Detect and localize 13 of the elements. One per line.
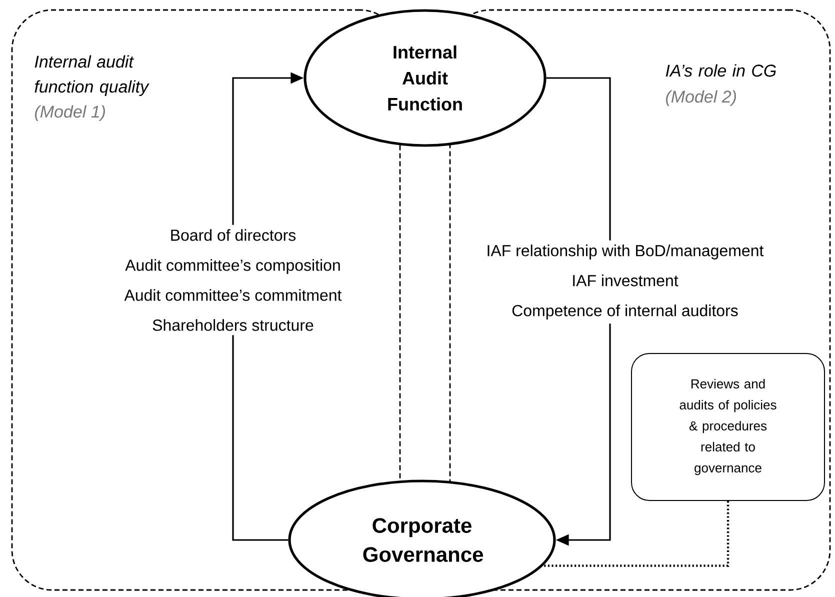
ellipse-node: Internal Audit Function — [304, 9, 546, 147]
region-title: IA’s role in CG — [666, 64, 776, 77]
connector — [546, 77, 611, 240]
connector — [543, 501, 730, 567]
rounded-box: Reviews and audits of policies & procedures related to governance — [631, 353, 825, 501]
region-title: Internal audit function quality — [34, 55, 150, 96]
model-label: (Model 2) — [666, 90, 736, 106]
node-label: Corporate Governance — [363, 518, 484, 562]
factor-list: IAF relationship with BoD/management IAF investment Competence of internal auditors — [488, 244, 764, 320]
ellipse-node: Corporate Governance — [288, 480, 556, 597]
connector — [232, 335, 288, 541]
model-label: (Model 1) — [35, 105, 105, 122]
factor-list: Board of directors Audit committee’s composition Audit committee’s commitment Shareholders structure — [124, 229, 342, 331]
